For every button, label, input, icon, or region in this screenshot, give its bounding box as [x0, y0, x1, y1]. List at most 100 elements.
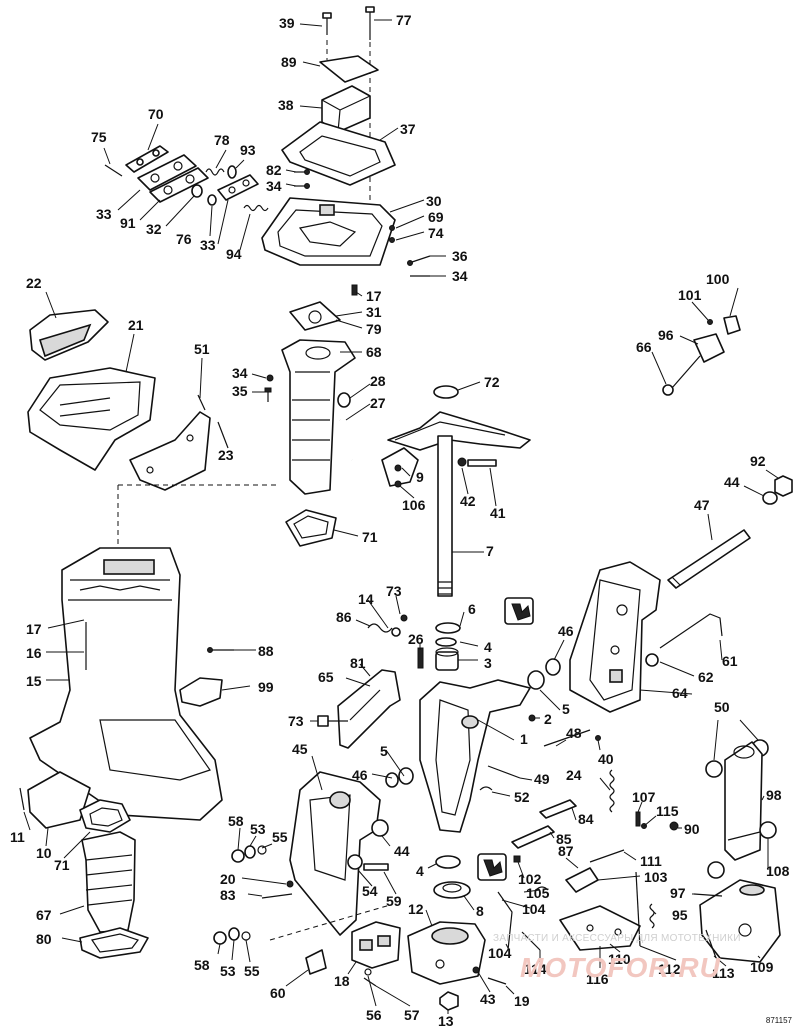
gasket-37 [281, 121, 396, 186]
cylinder-98 [724, 741, 763, 861]
callout-67: 67 [36, 907, 52, 923]
callout-52: 52 [514, 789, 530, 805]
callout-46: 46 [558, 623, 574, 639]
gasket-31-79 [289, 301, 341, 331]
callout-94: 94 [226, 246, 242, 262]
cover-10 [27, 771, 91, 829]
callout-104b: 104 [488, 945, 512, 961]
seal-71b [79, 799, 131, 833]
callout-33b: 33 [200, 237, 216, 253]
bushing-5-46 [385, 767, 414, 788]
spring-94 [243, 204, 269, 212]
callout-71b: 71 [54, 857, 70, 873]
bushing-62 [645, 653, 659, 667]
callout-86: 86 [336, 609, 352, 625]
callout-108: 108 [766, 863, 790, 879]
pin-49 [487, 765, 521, 779]
callout-34: 34 [266, 178, 282, 194]
callout-101: 101 [678, 287, 702, 303]
screw-88 [207, 647, 234, 653]
callout-26: 26 [408, 631, 424, 647]
callout-21: 21 [128, 317, 144, 333]
bushing-76 [207, 194, 217, 206]
callout-10: 10 [36, 845, 52, 861]
shaft-7 [437, 435, 453, 597]
callout-100: 100 [706, 271, 730, 287]
washer-14-73 [391, 614, 408, 637]
callout-62: 62 [698, 669, 714, 685]
callout-17b: 17 [26, 621, 42, 637]
callout-39: 39 [279, 15, 295, 31]
callout-105: 105 [526, 885, 550, 901]
screw-11 [19, 787, 25, 811]
screw-97 [693, 893, 723, 897]
callout-104: 104 [522, 901, 546, 917]
grease-symbol-4b [477, 853, 507, 881]
callout-57: 57 [404, 1007, 420, 1023]
callout-115: 115 [656, 803, 679, 819]
washer-54 [347, 854, 363, 870]
bearing-4 [435, 637, 457, 647]
callout-72: 72 [484, 374, 500, 390]
callout-24: 24 [566, 767, 582, 783]
callout-77: 77 [396, 12, 412, 28]
callout-97: 97 [670, 885, 686, 901]
spring-95 [649, 903, 655, 929]
knob-66 [662, 384, 674, 396]
midsection-15 [29, 547, 223, 821]
screw-102-105 [513, 855, 549, 891]
screw-34-35 [264, 374, 274, 402]
screw-107-115 [635, 811, 647, 829]
callout-96: 96 [658, 327, 674, 343]
callout-18: 18 [334, 973, 350, 989]
callout-5b: 5 [380, 743, 388, 759]
washer-93 [227, 165, 237, 179]
steering-arm [387, 411, 531, 451]
screw-26 [417, 647, 424, 669]
callout-6: 6 [468, 601, 476, 617]
callout-23: 23 [218, 447, 234, 463]
callout-38: 38 [278, 97, 294, 113]
callout-12: 12 [408, 901, 424, 917]
callout-40: 40 [598, 751, 614, 767]
bolt-59 [363, 863, 389, 871]
link-84 [539, 799, 577, 819]
lever-96 [671, 333, 725, 389]
callout-84: 84 [578, 811, 594, 827]
callout-27: 27 [370, 395, 386, 411]
callout-5: 5 [562, 701, 570, 717]
callout-47: 47 [694, 497, 710, 513]
bushing-108 [707, 821, 777, 879]
callout-114: 114 [524, 961, 547, 977]
grease-symbol-4 [504, 597, 534, 625]
callout-labels: 39 77 89 38 37 70 75 78 93 82 34 30 69 7… [10, 12, 790, 1029]
callout-32: 32 [146, 221, 162, 237]
callout-2: 2 [544, 711, 552, 727]
callout-34c: 34 [232, 365, 248, 381]
callout-61: 61 [722, 653, 738, 669]
callout-36: 36 [452, 248, 468, 264]
watermark-logo: MOTOFOR.RU [520, 952, 721, 983]
callout-1: 1 [520, 731, 528, 747]
callout-109: 109 [750, 959, 774, 975]
seal-6 [435, 622, 461, 634]
screw-77 [365, 6, 375, 40]
screw-34-top [294, 183, 310, 189]
rod-111 [589, 849, 625, 863]
callout-102: 102 [518, 871, 542, 887]
mount-30 [261, 197, 396, 266]
callout-71: 71 [362, 529, 378, 545]
assembly-line [269, 904, 391, 941]
cover-51 [129, 394, 211, 491]
callout-74: 74 [428, 225, 444, 241]
callout-46b: 46 [352, 767, 368, 783]
callout-91: 91 [120, 215, 136, 231]
callout-66: 66 [636, 339, 652, 355]
callout-16: 16 [26, 645, 42, 661]
knob-100 [723, 315, 741, 335]
rod-112 [635, 871, 641, 947]
callout-64: 64 [672, 685, 688, 701]
callout-88: 88 [258, 643, 274, 659]
pin-113 [705, 929, 717, 959]
callout-112: 112 [658, 961, 681, 977]
